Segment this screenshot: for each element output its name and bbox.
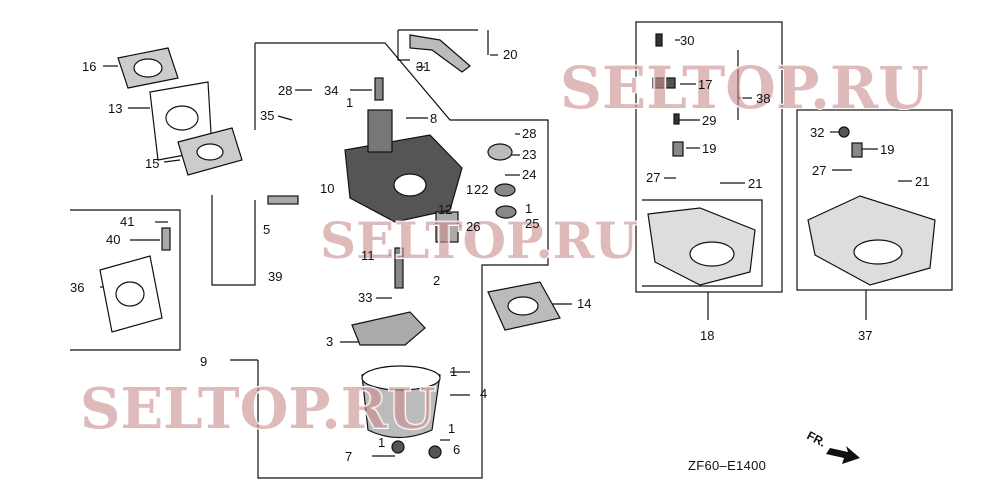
callout-32: 32 <box>810 125 824 140</box>
callout-13: 13 <box>108 101 122 116</box>
callout-16: 16 <box>82 59 96 74</box>
main-group-frame <box>255 42 549 479</box>
lever-frame <box>397 30 410 61</box>
callout-14: 14 <box>577 296 591 311</box>
part-shapes <box>99 33 936 459</box>
callout-27a: 27 <box>646 170 660 185</box>
callout-28b: 28 <box>522 126 536 141</box>
callout-3: 3 <box>326 334 333 349</box>
panel-37-frame <box>796 109 953 291</box>
callout-10: 10 <box>320 181 334 196</box>
watermark-bottom: SELTOP.RU <box>80 376 436 442</box>
callout-1d: 1 <box>450 364 457 379</box>
callout-7: 7 <box>345 449 352 464</box>
callout-8: 8 <box>430 111 437 126</box>
callout-19a: 19 <box>702 141 716 156</box>
callout-2: 2 <box>433 273 440 288</box>
callout-1b: 1 <box>466 182 473 197</box>
watermark-middle: SELTOP.RU <box>320 211 638 270</box>
bracket-39 <box>211 195 256 286</box>
callout-21b: 21 <box>915 174 929 189</box>
callout-19b: 19 <box>880 142 894 157</box>
callout-6: 6 <box>453 442 460 457</box>
callout-labels: 16 13 15 28 34 1 35 8 20 31 28 23 24 1 2… <box>70 33 929 464</box>
watermarks: SELTOP.RU SELTOP.RU SELTOP.RU <box>79 53 930 443</box>
callout-38: 38 <box>756 91 770 106</box>
callout-39: 39 <box>268 269 282 284</box>
front-direction-marker: FR. <box>805 428 860 464</box>
callout-9: 9 <box>200 354 207 369</box>
panel-38-inner-frame <box>642 199 763 287</box>
callout-17: 17 <box>698 77 712 92</box>
callout-28a: 28 <box>278 83 292 98</box>
callout-18: 18 <box>700 328 714 343</box>
callout-24: 24 <box>522 167 536 182</box>
callout-1a: 1 <box>346 95 353 110</box>
callout-33: 33 <box>358 290 372 305</box>
throttle-lever-20 <box>409 34 471 73</box>
callout-30: 30 <box>680 33 694 48</box>
callout-37: 37 <box>858 328 872 343</box>
callout-5: 5 <box>263 222 270 237</box>
float-3 <box>351 311 426 346</box>
panel-18-frame <box>635 21 783 293</box>
callout-15: 15 <box>145 156 159 171</box>
watermark-top: SELTOP.RU <box>560 54 929 122</box>
group-outlines <box>70 21 953 479</box>
callout-20: 20 <box>503 47 517 62</box>
callout-29: 29 <box>702 113 716 128</box>
callout-22: 22 <box>474 182 488 197</box>
callout-1c: 1 <box>525 201 532 216</box>
callout-1f: 1 <box>378 435 385 450</box>
callout-11: 11 <box>361 248 375 263</box>
callout-40: 40 <box>106 232 120 247</box>
callout-34: 34 <box>324 83 338 98</box>
left-panel-frame <box>70 209 181 351</box>
front-arrow-icon <box>826 446 860 464</box>
callout-35: 35 <box>260 108 274 123</box>
callout-31: 31 <box>416 59 430 74</box>
callout-36: 36 <box>70 280 84 295</box>
callout-27b: 27 <box>812 163 826 178</box>
callout-21a: 21 <box>748 176 762 191</box>
diagram-code: ZF60–E1400 <box>688 458 766 473</box>
callout-41: 41 <box>120 214 134 229</box>
callout-25: 25 <box>525 216 539 231</box>
front-label: FR. <box>805 428 829 449</box>
callout-23: 23 <box>522 147 536 162</box>
callout-1e: 1 <box>448 421 455 436</box>
callout-26: 26 <box>466 219 480 234</box>
callout-4: 4 <box>480 386 487 401</box>
callout-12: 12 <box>438 202 452 217</box>
